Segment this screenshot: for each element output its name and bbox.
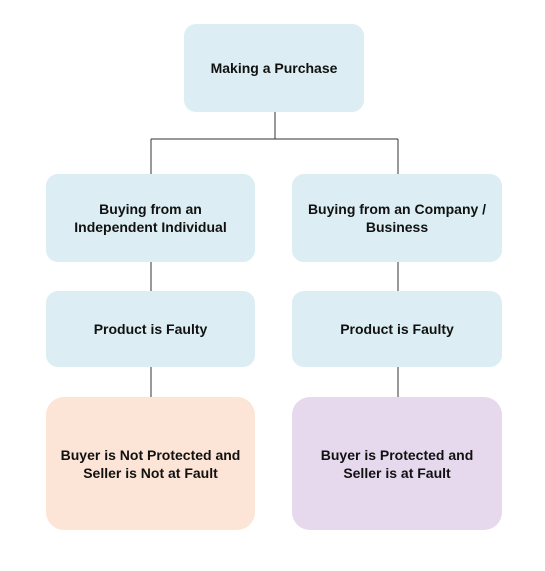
- outcome-node-protected: Buyer is Protected and Seller is at Faul…: [292, 397, 502, 530]
- branch-label-individual: Buying from an Independent Individual: [74, 201, 227, 235]
- root-label: Making a Purchase: [210, 60, 338, 76]
- condition-label-company: Product is Faulty: [340, 321, 454, 337]
- root-node: Making a Purchase: [184, 24, 364, 112]
- outcome-label-not-protected: Buyer is Not Protected and Seller is Not…: [60, 446, 241, 481]
- condition-label-individual: Product is Faulty: [93, 321, 208, 337]
- condition-node-individual: Product is Faulty: [46, 291, 255, 367]
- outcome-node-not-protected: Buyer is Not Protected and Seller is Not…: [46, 397, 255, 530]
- branch-node-individual: Buying from an Independent Individual: [46, 174, 255, 262]
- condition-node-company: Product is Faulty: [292, 291, 502, 367]
- branch-node-company: Buying from an Company / Business: [292, 174, 502, 262]
- branch-label-company: Buying from an Company / Business: [307, 201, 487, 235]
- outcome-label-protected: Buyer is Protected and Seller is at Faul…: [320, 446, 474, 481]
